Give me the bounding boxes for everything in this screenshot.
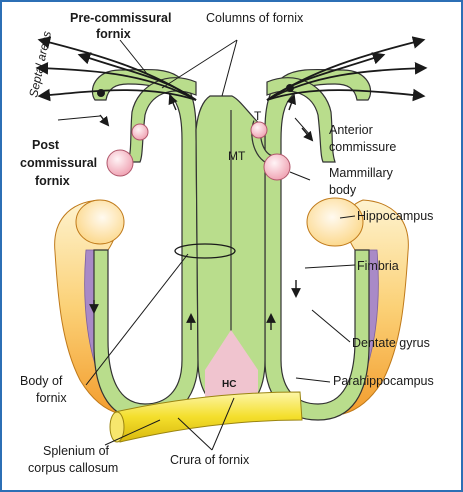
septal-fan-arrows <box>35 36 428 102</box>
fornix <box>89 68 372 421</box>
splenium <box>109 391 303 443</box>
mt-marker: MT <box>228 149 246 163</box>
hippocampus-label: Hippocampus <box>357 209 433 223</box>
fimbria-label: Fimbria <box>357 259 399 273</box>
septal-areas-label: Septal areas <box>26 30 54 99</box>
post-commissural-fornix-label: Post commissural fornix <box>20 138 101 188</box>
hc-marker: HC <box>222 379 236 390</box>
columns-of-fornix-label: Columns of fornix <box>206 11 304 25</box>
mammillary-bodies <box>106 121 291 181</box>
anterior-commissure-label: Anterior commissure <box>329 123 396 154</box>
crura-of-fornix-label: Crura of fornix <box>170 453 250 467</box>
dentate-gyrus-label: Dentate gyrus <box>352 336 430 350</box>
body-of-fornix-label: Body of fornix <box>20 374 67 405</box>
parahippocampus-label: Parahippocampus <box>333 374 434 388</box>
t-marker: T <box>254 109 262 123</box>
splenium-label: Splenium of corpus callosum <box>28 444 118 475</box>
leader-lines <box>57 39 356 451</box>
body-ring <box>174 243 236 259</box>
pre-commissural-fornix-label: Pre-commissural fornix <box>70 11 175 41</box>
mammillary-body-label: Mammillary body <box>329 166 396 197</box>
